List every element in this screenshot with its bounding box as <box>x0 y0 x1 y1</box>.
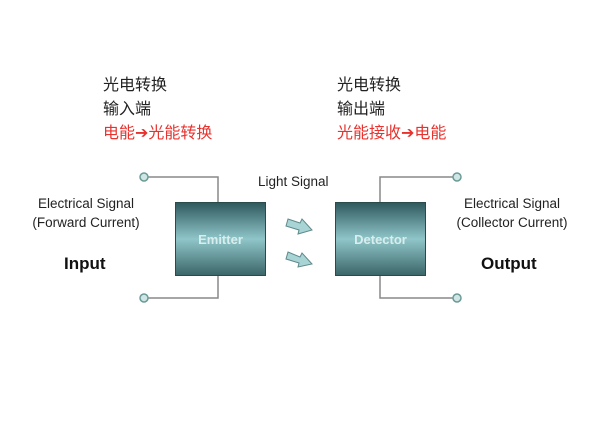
right-line-1: 光电转换 <box>337 75 402 94</box>
left-red-from: 电能 <box>103 123 136 142</box>
detector-bottom-wire <box>379 274 453 299</box>
right-red-line: 光能接收➔电能 <box>337 121 446 145</box>
red-arrow-icon: ➔ <box>401 123 415 142</box>
red-arrow-icon: ➔ <box>135 123 149 142</box>
right-label-line1: Electrical Signal <box>463 196 561 211</box>
terminal-dot <box>452 293 462 303</box>
light-signal-label: Light Signal <box>258 174 329 189</box>
input-label: Input <box>64 254 106 273</box>
emitter-box: Emitter <box>175 202 266 276</box>
left-signal-label: Electrical Signal (Forward Current) <box>6 194 166 232</box>
left-red-line: 电能➔光能转换 <box>103 121 212 145</box>
left-cn-text: 光电转换 输入端 电能➔光能转换 <box>103 73 212 145</box>
left-red-to: 光能转换 <box>148 123 213 142</box>
output-label: Output <box>481 254 537 273</box>
left-line-1: 光电转换 <box>103 75 168 94</box>
detector-box: Detector <box>335 202 426 276</box>
right-line-2: 输出端 <box>337 99 386 118</box>
light-arrow-icon <box>285 251 313 268</box>
right-signal-label: Electrical Signal (Collector Current) <box>432 194 592 232</box>
terminal-dot <box>139 172 149 182</box>
emitter-top-wire <box>148 176 219 202</box>
terminal-dot <box>452 172 462 182</box>
terminal-dot <box>139 293 149 303</box>
emitter-bottom-wire <box>148 274 219 299</box>
left-label-line2: (Forward Current) <box>32 215 140 230</box>
right-cn-text: 光电转换 输出端 光能接收➔电能 <box>337 73 446 145</box>
detector-top-wire <box>379 176 453 202</box>
right-label-line2: (Collector Current) <box>456 215 568 230</box>
left-label-line1: Electrical Signal <box>37 196 135 211</box>
right-red-from: 光能接收 <box>337 123 402 142</box>
right-red-to: 电能 <box>414 123 447 142</box>
light-arrow-icon <box>285 218 313 235</box>
left-line-2: 输入端 <box>103 99 152 118</box>
